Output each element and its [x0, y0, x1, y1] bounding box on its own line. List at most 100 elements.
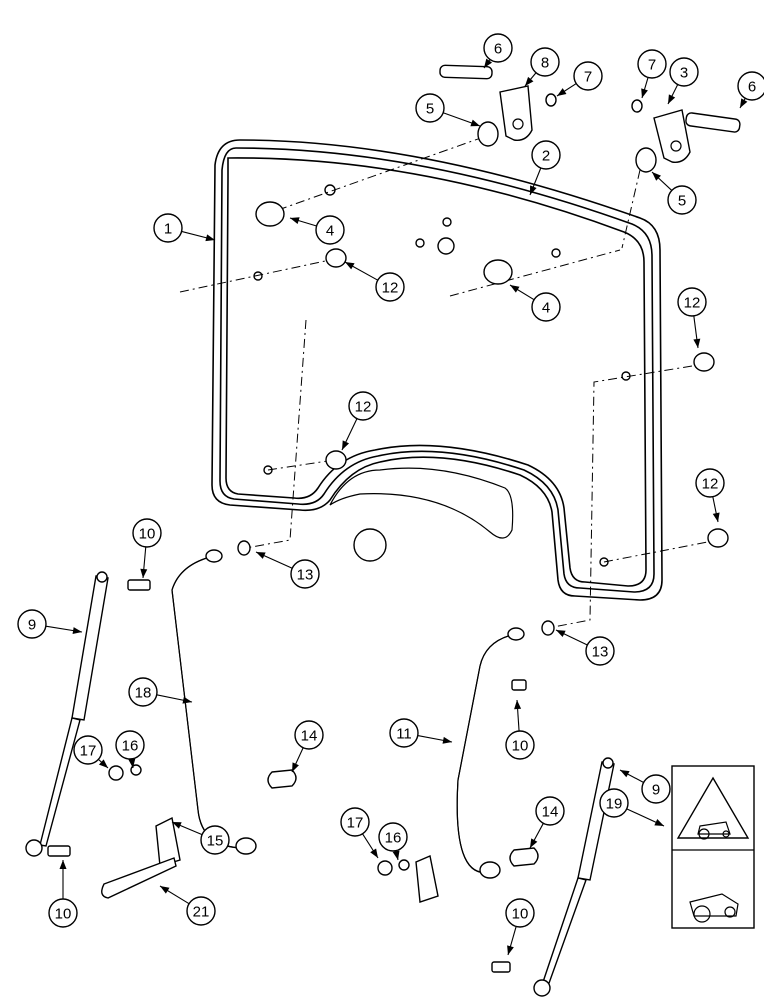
callout-arrowhead [160, 886, 170, 894]
callout-circle [737, 71, 764, 101]
callout-arrowhead [128, 758, 136, 768]
callout-circle [186, 896, 216, 926]
callout-arrowhead [72, 627, 82, 635]
callout-7: 7 [637, 49, 667, 99]
callout-circle [669, 57, 699, 87]
callout-12: 12 [695, 468, 725, 523]
callout-number: 3 [680, 65, 688, 82]
callout-15: 15 [171, 821, 230, 855]
callout-18: 18 [128, 677, 193, 707]
callout-number: 6 [494, 41, 502, 58]
callout-arrowhead [652, 172, 661, 181]
callout-circle [17, 609, 47, 639]
callout-6: 6 [483, 33, 513, 69]
callout-arrowhead [530, 185, 537, 195]
callout-16: 16 [115, 730, 145, 769]
callout-number: 11 [396, 726, 412, 743]
callout-number: 21 [193, 904, 210, 921]
callout-21: 21 [159, 885, 216, 926]
callout-circle [375, 272, 405, 302]
callout-12: 12 [344, 261, 405, 302]
callout-number: 10 [512, 738, 529, 755]
callout-5: 5 [651, 171, 697, 215]
callout-number: 13 [297, 567, 314, 584]
callout-number: 18 [135, 685, 152, 702]
callout-circle [505, 730, 535, 760]
callout-number: 17 [347, 815, 364, 832]
callout-arrowhead [525, 76, 534, 86]
callout-number: 7 [584, 69, 592, 86]
callout-circle [290, 559, 320, 589]
callout-number: 5 [426, 101, 434, 118]
callout-arrowhead [530, 838, 538, 848]
callout-arrowhead [59, 860, 67, 869]
callout-10: 10 [505, 699, 535, 760]
hinge-hardware [255, 64, 741, 285]
callout-number: 8 [541, 55, 549, 72]
callout-3: 3 [667, 57, 699, 105]
callout-circle [535, 796, 565, 826]
callout-10: 10 [48, 860, 78, 928]
callout-arrowhead [556, 630, 566, 638]
callout-circle [637, 49, 667, 79]
callout-9: 9 [619, 769, 671, 804]
callout-number: 12 [355, 399, 372, 416]
callout-number: 4 [326, 223, 334, 240]
callout-circle [294, 720, 324, 750]
callout-4: 4 [509, 284, 561, 322]
gas-struts [25, 571, 615, 997]
callout-5: 5 [415, 93, 481, 127]
callout-7: 7 [556, 61, 603, 97]
callout-circle [505, 898, 535, 928]
callout-arrowhead [392, 850, 400, 860]
callout-arrowhead [470, 119, 480, 127]
callout-arrowhead [641, 88, 648, 98]
callout-arrowhead [342, 440, 350, 450]
callout-arrowhead [98, 759, 108, 768]
callout-2: 2 [529, 140, 561, 196]
callout-13: 13 [255, 551, 320, 589]
callout-circle [348, 391, 378, 421]
callout-circle [667, 185, 697, 215]
callout-arrowhead [740, 98, 748, 108]
callout-number: 7 [648, 57, 656, 74]
callout-arrowhead [370, 848, 378, 858]
callout-number: 16 [385, 830, 402, 847]
callout-circle [531, 140, 561, 170]
callout-number: 10 [139, 526, 156, 543]
callout-arrowhead [140, 568, 148, 578]
alignment-lines [179, 133, 719, 629]
callout-8: 8 [524, 47, 560, 87]
callout-circle [315, 215, 345, 245]
callout-circle [132, 518, 162, 548]
callout-arrowhead [345, 262, 355, 270]
callout-10: 10 [132, 518, 162, 579]
callout-arrowhead [693, 338, 701, 348]
callout-circle [378, 822, 408, 852]
callout-circle [389, 718, 419, 748]
callout-circle [573, 61, 603, 91]
callout-arrowhead [712, 512, 720, 522]
callout-number: 12 [684, 295, 701, 312]
callout-arrowhead [442, 736, 452, 744]
callout-11: 11 [389, 718, 453, 748]
callout-number: 1 [164, 221, 172, 238]
callout-number: 19 [606, 796, 623, 813]
callout-4: 4 [289, 215, 345, 245]
callout-13: 13 [555, 629, 615, 666]
callout-circle [153, 213, 183, 243]
callout-number: 13 [592, 644, 609, 661]
callout-arrowhead [484, 58, 493, 68]
callout-number: 14 [542, 804, 559, 821]
callout-circle [48, 898, 78, 928]
callout-number: 9 [28, 617, 36, 634]
callout-16: 16 [378, 822, 408, 861]
callout-9: 9 [17, 609, 83, 639]
callout-number: 15 [207, 833, 224, 850]
callout-circle [641, 774, 671, 804]
callout-number: 17 [80, 743, 97, 760]
callout-arrowhead [654, 819, 664, 826]
callout-10: 10 [505, 898, 535, 956]
callout-number: 16 [122, 738, 139, 755]
